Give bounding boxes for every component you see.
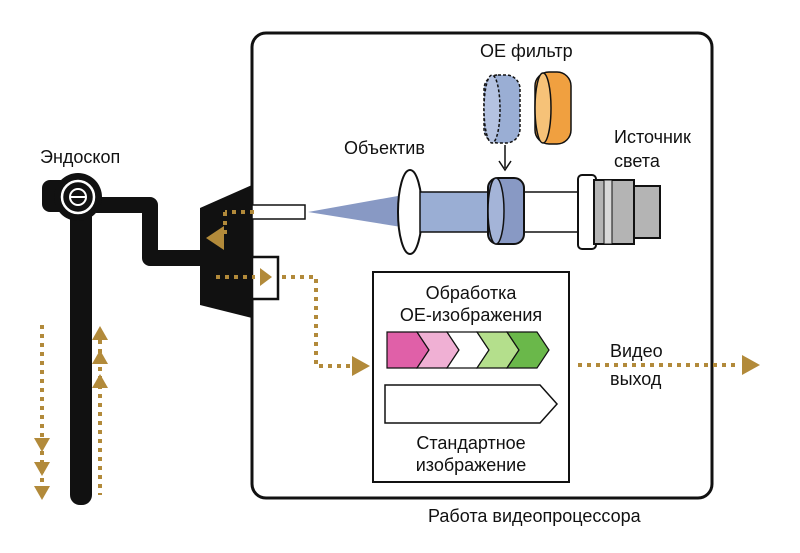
lamp-icon bbox=[577, 174, 661, 250]
lens-icon bbox=[397, 169, 423, 255]
video-out-label-line1: Видео bbox=[610, 341, 663, 361]
endoscope-icon bbox=[42, 173, 205, 505]
oe-processing-label-line2: ОЕ-изображения bbox=[399, 305, 543, 325]
oe-processing-label-line1: Обработка bbox=[425, 283, 517, 303]
filter-icon bbox=[483, 71, 572, 145]
processor-caption: Работа видеопроцессора bbox=[428, 506, 641, 526]
standard-image-label-line1: Стандартное bbox=[416, 433, 526, 453]
oe-filter-label: ОЕ фильтр bbox=[480, 41, 573, 61]
light-cone bbox=[308, 192, 420, 230]
filter-down-arrow-icon bbox=[498, 145, 512, 172]
light-source-label-line1: Источник bbox=[614, 127, 691, 147]
objective-label: Объектив bbox=[344, 138, 425, 158]
dotted-arrow-icon bbox=[40, 210, 740, 495]
standard-image-arrow bbox=[384, 384, 559, 424]
video-out-label-line2: выход bbox=[610, 369, 662, 389]
light-source-label-line2: света bbox=[614, 151, 660, 171]
arrowheads bbox=[34, 226, 760, 500]
oe-chevrons bbox=[386, 331, 550, 369]
standard-image-label-line2: изображение bbox=[415, 455, 527, 475]
filter-holder-icon bbox=[487, 177, 525, 245]
processing-box bbox=[372, 271, 570, 483]
connector-housing bbox=[200, 185, 252, 318]
light-guide-tip bbox=[251, 204, 306, 220]
endoscope-label: Эндоскоп bbox=[40, 147, 121, 167]
